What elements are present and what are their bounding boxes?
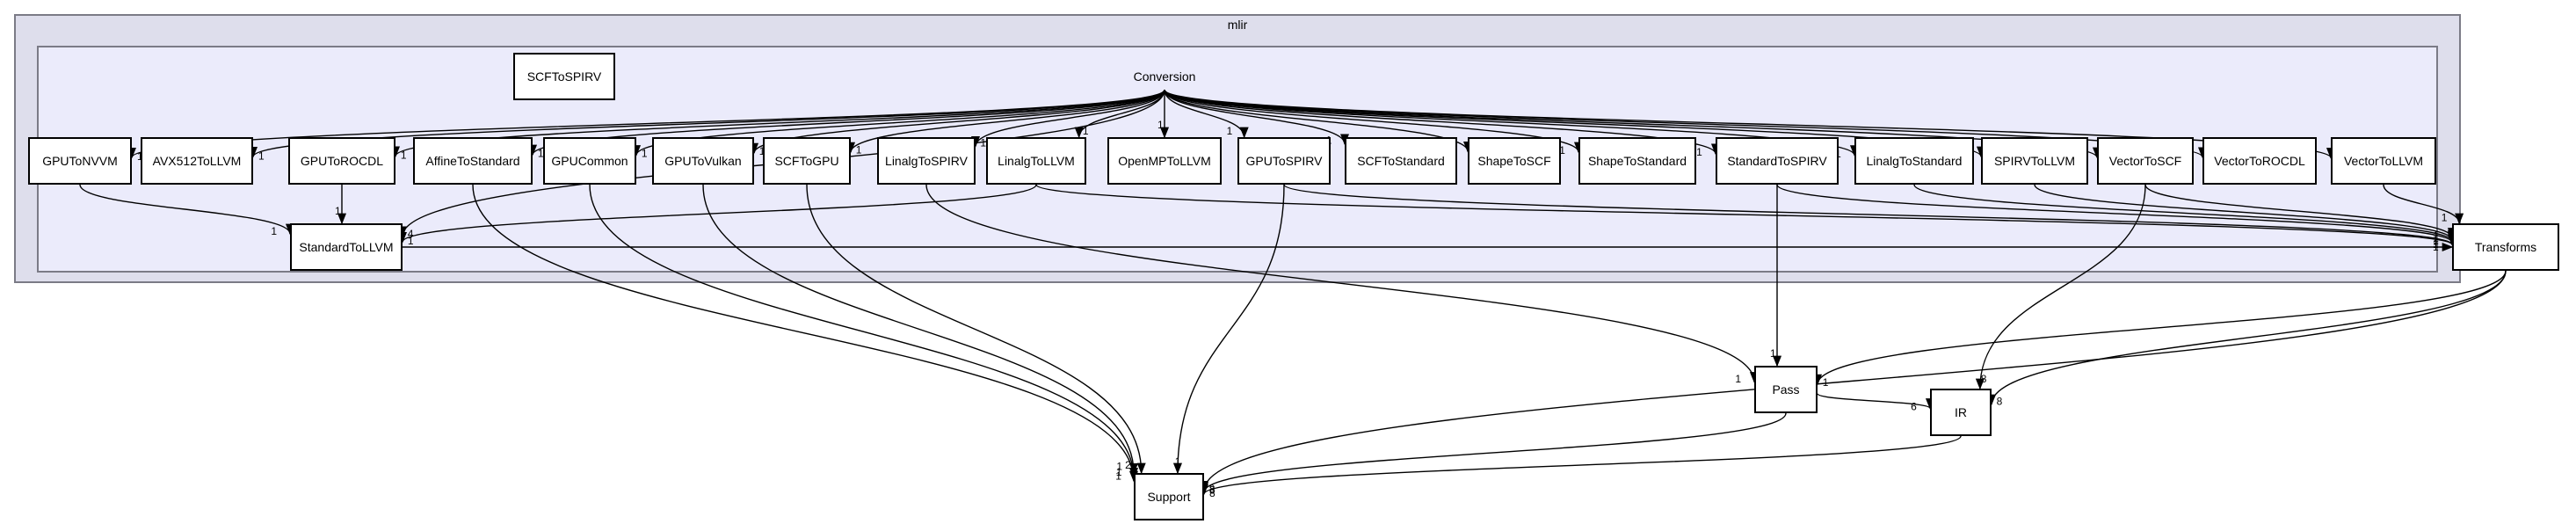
node-gpu-to-spirv[interactable]: GPUToSPIRV [1237, 137, 1331, 185]
edge-gpu_to_spirv-support [1172, 184, 1285, 475]
edge-gpu_to_nvvm-standard_to_llvm [79, 184, 294, 236]
edge-linalg_to_llvm-transforms [1035, 184, 2456, 246]
node-gpu-to-rocdl[interactable]: GPUToROCDL [288, 137, 395, 185]
node-support[interactable]: Support [1134, 473, 1204, 520]
edge-linalg_to_standard-transforms [1913, 184, 2456, 243]
edge-label-gpu_to_spirv-transforms: 1 [2433, 237, 2439, 250]
node-vector-to-rocdl[interactable]: VectorToROCDL [2202, 137, 2317, 185]
node-openmp-to-llvm[interactable]: OpenMPToLLVM [1107, 137, 1222, 185]
node-spirv-to-llvm[interactable]: SPIRVToLLVM [1981, 137, 2088, 185]
edge-label-scf_to_gpu-support: 2 [1125, 459, 1131, 471]
edge-conversion-gpu_to_spirv [1164, 89, 1249, 139]
edge-label-standard_to_spirv-pass: 1 [1770, 347, 1776, 360]
edge-label-gpu_to_spirv-support: 1 [1175, 455, 1181, 468]
edge-label-transforms-ir: 8 [1997, 395, 2003, 407]
edge-label-standard_to_llvm-transforms: 1 [2433, 241, 2439, 253]
edge-label-conversion-scf_to_gpu: 1 [856, 143, 862, 156]
edge-label-linalg_to_llvm-transforms: 1 [2433, 238, 2439, 251]
edge-label-pass-support: 3 [1209, 484, 1215, 497]
edge-label-transforms-pass: 1 [1823, 376, 1829, 389]
edge-label-conversion-standard_to_llvm: 4 [408, 228, 414, 240]
edge-pass-support [1200, 412, 1787, 493]
node-linalg-to-standard[interactable]: LinalgToStandard [1854, 137, 1974, 185]
node-shape-to-scf[interactable]: ShapeToSCF [1468, 137, 1561, 185]
edge-label-gpu_common-support: 1 [1116, 466, 1122, 478]
node-shape-to-standard[interactable]: ShapeToStandard [1578, 137, 1696, 185]
edge-label-conversion-linalg_to_spirv: 1 [980, 136, 986, 149]
node-gpu-to-nvvm[interactable]: GPUToNVVM [28, 137, 132, 185]
node-linalg-to-spirv[interactable]: LinalgToSPIRV [877, 137, 976, 185]
edge-label-linalg_to_llvm-standard_to_llvm: 1 [408, 235, 414, 247]
edge-gpu_common-support [589, 184, 1138, 479]
edge-label-gpu_to_vulkan-support: 1 [1116, 460, 1122, 472]
edge-linalg_to_spirv-pass [925, 184, 1759, 383]
edge-label-ir-support: 8 [1209, 487, 1215, 499]
edge-label-conversion-affine_to_standard: 1 [538, 148, 544, 160]
node-gpu-to-vulkan[interactable]: GPUToVulkan [652, 137, 754, 185]
edge-conversion-linalg_to_llvm [1074, 89, 1165, 139]
edge-spirv_to_llvm-transforms [2034, 184, 2456, 242]
edge-label-conversion-linalg_to_llvm: 1 [1083, 125, 1089, 137]
edge-label-gpu_to_nvvm-standard_to_llvm: 1 [271, 225, 277, 237]
edge-label-conversion-gpu_to_nvvm: 1 [137, 150, 143, 163]
node-transforms[interactable]: Transforms [2452, 223, 2559, 271]
edge-label-vector_to_scf-transforms: 1 [2433, 229, 2439, 242]
edge-transforms-support [1200, 270, 2507, 492]
node-standard-to-spirv[interactable]: StandardToSPIRV [1716, 137, 1839, 185]
edge-affine_to_standard-support [472, 184, 1138, 483]
node-linalg-to-llvm[interactable]: LinalgToLLVM [986, 137, 1086, 185]
edge-label-conversion-standard_to_spirv: 1 [1696, 146, 1702, 158]
node-pass[interactable]: Pass [1754, 366, 1818, 413]
node-ir[interactable]: IR [1930, 389, 1992, 436]
edge-conversion-linalg_to_spirv [971, 89, 1165, 148]
cluster-mlir-label: mlir [1227, 18, 1248, 32]
edge-label-conversion-gpu_common: 1 [642, 148, 648, 160]
edge-label-conversion-avx512_to_llvm: 1 [258, 149, 265, 162]
node-conversion[interactable]: Conversion [1133, 69, 1196, 84]
node-scf-to-gpu[interactable]: SCFToGPU [763, 137, 851, 185]
edge-conversion-scf_to_standard [1164, 89, 1349, 145]
edge-label-pass-ir: 6 [1911, 401, 1917, 413]
node-vector-to-llvm[interactable]: VectorToLLVM [2331, 137, 2436, 185]
edge-label-spirv_to_llvm-transforms: 1 [2433, 232, 2439, 244]
edge-label-affine_to_standard-support: 1 [1115, 469, 1121, 482]
node-affine-to-standard[interactable]: AffineToStandard [413, 137, 533, 185]
edge-transforms-pass [1813, 270, 2507, 386]
node-vector-to-scf[interactable]: VectorToSCF [2097, 137, 2194, 185]
edge-label-conversion-gpu_to_spirv: 1 [1227, 125, 1233, 137]
edge-transforms-ir [1987, 270, 2507, 406]
edge-label-conversion-shape_to_standard: 1 [1559, 144, 1565, 156]
edge-label-vector_to_llvm-transforms: 1 [2442, 212, 2448, 224]
node-avx512-to-llvm[interactable]: AVX512ToLLVM [141, 137, 253, 185]
node-scf-to-standard[interactable]: SCFToStandard [1345, 137, 1457, 185]
edge-standard_to_spirv-transforms [1776, 184, 2456, 244]
edge-vector_to_llvm-transforms [2383, 184, 2464, 225]
edge-vector_to_scf-transforms [2144, 184, 2456, 239]
edge-label-gpu_to_rocdl-standard_to_llvm: 1 [335, 205, 341, 217]
edge-label-conversion-gpu_to_vulkan: 1 [759, 145, 766, 157]
edge-vector_to_scf-ir [1975, 184, 2146, 390]
edge-scf_to_gpu-support [806, 184, 1146, 475]
node-gpu-common[interactable]: GPUCommon [543, 137, 636, 185]
node-scf-to-spirv[interactable]: SCFToSPIRV [513, 53, 615, 100]
edge-linalg_to_llvm-standard_to_llvm [398, 184, 1037, 244]
edge-label-vector_to_scf-ir: 8 [1981, 373, 1987, 385]
edge-label-conversion-openmp_to_llvm: 1 [1157, 119, 1164, 131]
node-standard-to-llvm[interactable]: StandardToLLVM [290, 223, 403, 271]
edge-label-linalg_to_standard-transforms: 1 [2433, 234, 2439, 246]
edge-gpu_to_vulkan-support [702, 184, 1139, 475]
edge-label-conversion-gpu_to_rocdl: 1 [401, 149, 407, 162]
edge-gpu_to_spirv-transforms [1283, 184, 2456, 246]
edge-label-linalg_to_spirv-pass: 1 [1735, 373, 1741, 385]
edge-label-standard_to_spirv-transforms: 1 [2433, 236, 2439, 248]
edge-ir-support [1200, 435, 1962, 496]
edge-pass-ir [1817, 393, 1934, 410]
edge-conversion-scf_to_gpu [846, 89, 1165, 154]
